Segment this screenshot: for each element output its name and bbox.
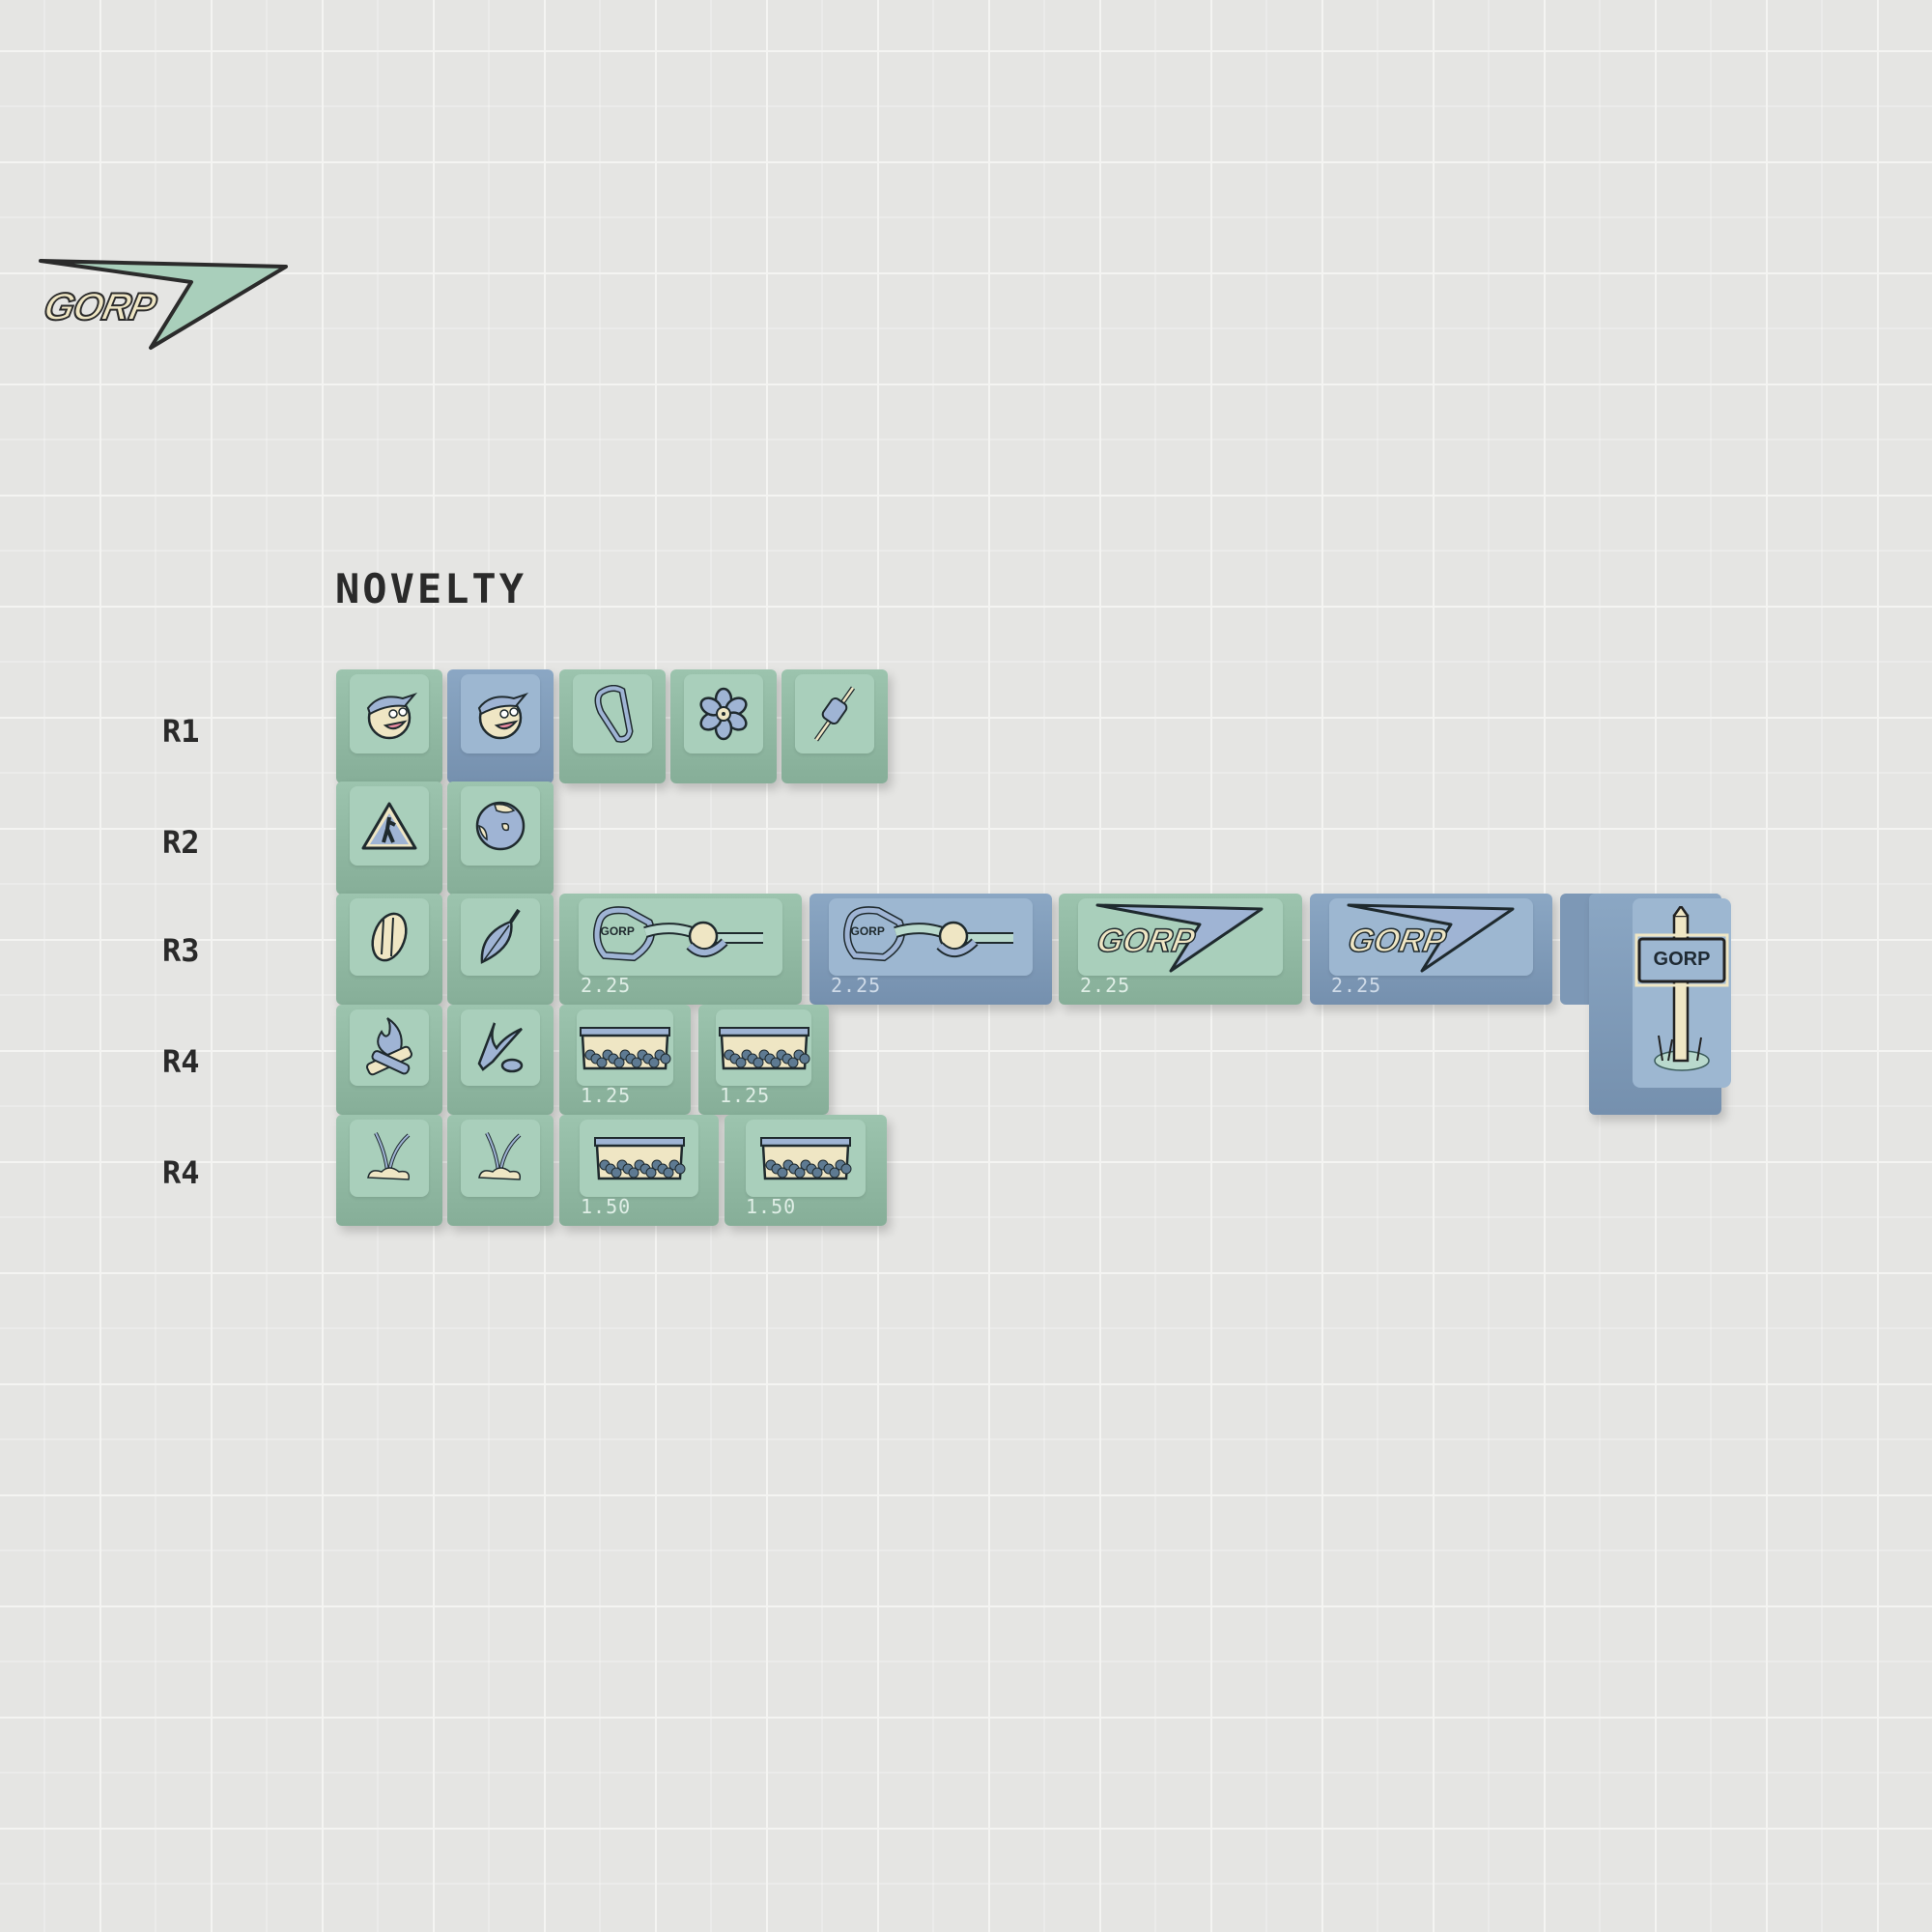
keycap-campfire — [336, 1005, 442, 1115]
grass-sprout-icon — [360, 1129, 418, 1187]
keycap-hiker-face — [336, 669, 442, 783]
iso-enter-top: GORP — [1633, 898, 1731, 1088]
keycap-top — [684, 674, 763, 754]
keycap-top: GORP — [829, 898, 1033, 977]
hiker-face-icon — [360, 687, 418, 741]
keycap-top — [461, 898, 540, 977]
keycap-logo-text: GORP — [1344, 922, 1449, 960]
keycap-top — [795, 674, 874, 754]
keycap-top — [580, 1120, 698, 1198]
keycap-top: GORP — [1329, 898, 1533, 977]
hiker-face-icon — [471, 687, 529, 741]
keycap-top — [350, 786, 429, 866]
gorp-swoosh-icon — [39, 259, 288, 350]
keycap-top — [350, 898, 429, 977]
keycap-top — [461, 786, 540, 866]
iso-enter-keycap: GORP — [1560, 894, 1731, 1115]
gorp-logo-icon: GORP — [1344, 901, 1519, 973]
row-label-r4-second: R4 — [162, 1154, 200, 1191]
keycap-logo-text: GORP — [1094, 922, 1198, 960]
logo-text: GORP — [39, 285, 159, 329]
campfire-icon — [362, 1016, 416, 1080]
keycap-top — [461, 1009, 540, 1087]
keycap-gorp-logo: GORP 2.25 — [1310, 894, 1552, 1005]
section-title: NOVELTY — [335, 565, 527, 612]
keycap-carabiner-rope: GORP 2.25 — [810, 894, 1052, 1005]
keycap-size-label: 2.25 — [1331, 974, 1382, 997]
keycap-hiker-face — [447, 669, 554, 783]
signpost-text: GORP — [1653, 949, 1711, 970]
gorp-signpost-icon: GORP — [1634, 906, 1730, 1080]
keycap-size-label: 2.25 — [831, 974, 882, 997]
keycap-marshmallow-stick — [781, 669, 888, 783]
keycap-trail-mix-bag: 1.25 — [698, 1005, 829, 1115]
keycap-top — [576, 1009, 674, 1087]
keycap-top — [350, 674, 429, 754]
keycap-logo-text: GORP — [600, 924, 635, 939]
keycap-leaf — [447, 894, 554, 1005]
carabiner-icon — [591, 685, 634, 743]
keycap-carabiner — [559, 669, 666, 783]
keycap-size-label: 2.25 — [581, 974, 632, 997]
keycap-size-label: 1.50 — [746, 1195, 797, 1218]
flower-icon — [696, 687, 751, 741]
gorp-logo-icon: GORP — [1094, 901, 1267, 973]
keycap-grass-sprout — [447, 1115, 554, 1226]
hiker-warning-sign-icon — [360, 800, 418, 852]
keycap-top — [461, 674, 540, 754]
trail-mix-bag-icon — [591, 1134, 688, 1182]
keycap-trail-mix-bag: 1.50 — [724, 1115, 887, 1226]
keycap-globe — [447, 781, 554, 895]
row-label-r3: R3 — [162, 932, 200, 969]
keycap-trail-mix-bag: 1.50 — [559, 1115, 719, 1226]
gorp-logo: GORP — [37, 257, 290, 352]
keycap-bandana — [447, 1005, 554, 1115]
keycap-top — [350, 1120, 429, 1198]
globe-icon — [473, 799, 527, 853]
keycap-top — [573, 674, 652, 754]
keycap-top — [350, 1009, 429, 1087]
grass-sprout-icon — [471, 1129, 529, 1187]
keycap-size-label: 1.25 — [720, 1084, 771, 1107]
keycap-top — [461, 1120, 540, 1198]
leaf-icon — [476, 908, 525, 966]
row-label-r2: R2 — [162, 824, 200, 861]
keycap-trail-mix-bag: 1.25 — [559, 1005, 691, 1115]
trail-mix-bag-icon — [757, 1134, 854, 1182]
row-label-r1: R1 — [162, 713, 200, 750]
keycap-size-label: 1.50 — [581, 1195, 632, 1218]
keycap-size-label: 1.25 — [581, 1084, 632, 1107]
iso-enter-body: GORP — [1589, 894, 1731, 1115]
keycap-top: GORP — [579, 898, 782, 977]
keycap-hiker-warning-sign — [336, 781, 442, 895]
keycap-size-label: 2.25 — [1080, 974, 1131, 997]
carabiner-rope-icon: GORP — [589, 903, 773, 971]
keycap-top — [715, 1009, 812, 1087]
keycap-gorp-logo: GORP 2.25 — [1059, 894, 1302, 1005]
keycap-flower — [670, 669, 777, 783]
bandana-icon — [475, 1019, 526, 1077]
row-label-r4: R4 — [162, 1043, 200, 1080]
trail-mix-bag-icon — [716, 1024, 812, 1072]
keycap-top: GORP — [1078, 898, 1283, 977]
keycap-logo-text: GORP — [850, 924, 885, 939]
keycap-carabiner-rope: GORP 2.25 — [559, 894, 802, 1005]
marshmallow-stick-icon — [810, 684, 859, 744]
keycap-seed — [336, 894, 442, 1005]
carabiner-rope-icon: GORP — [839, 903, 1023, 971]
seed-icon — [368, 910, 411, 964]
trail-mix-bag-icon — [577, 1024, 673, 1072]
keycap-grass-sprout — [336, 1115, 442, 1226]
keycap-top — [745, 1120, 867, 1198]
